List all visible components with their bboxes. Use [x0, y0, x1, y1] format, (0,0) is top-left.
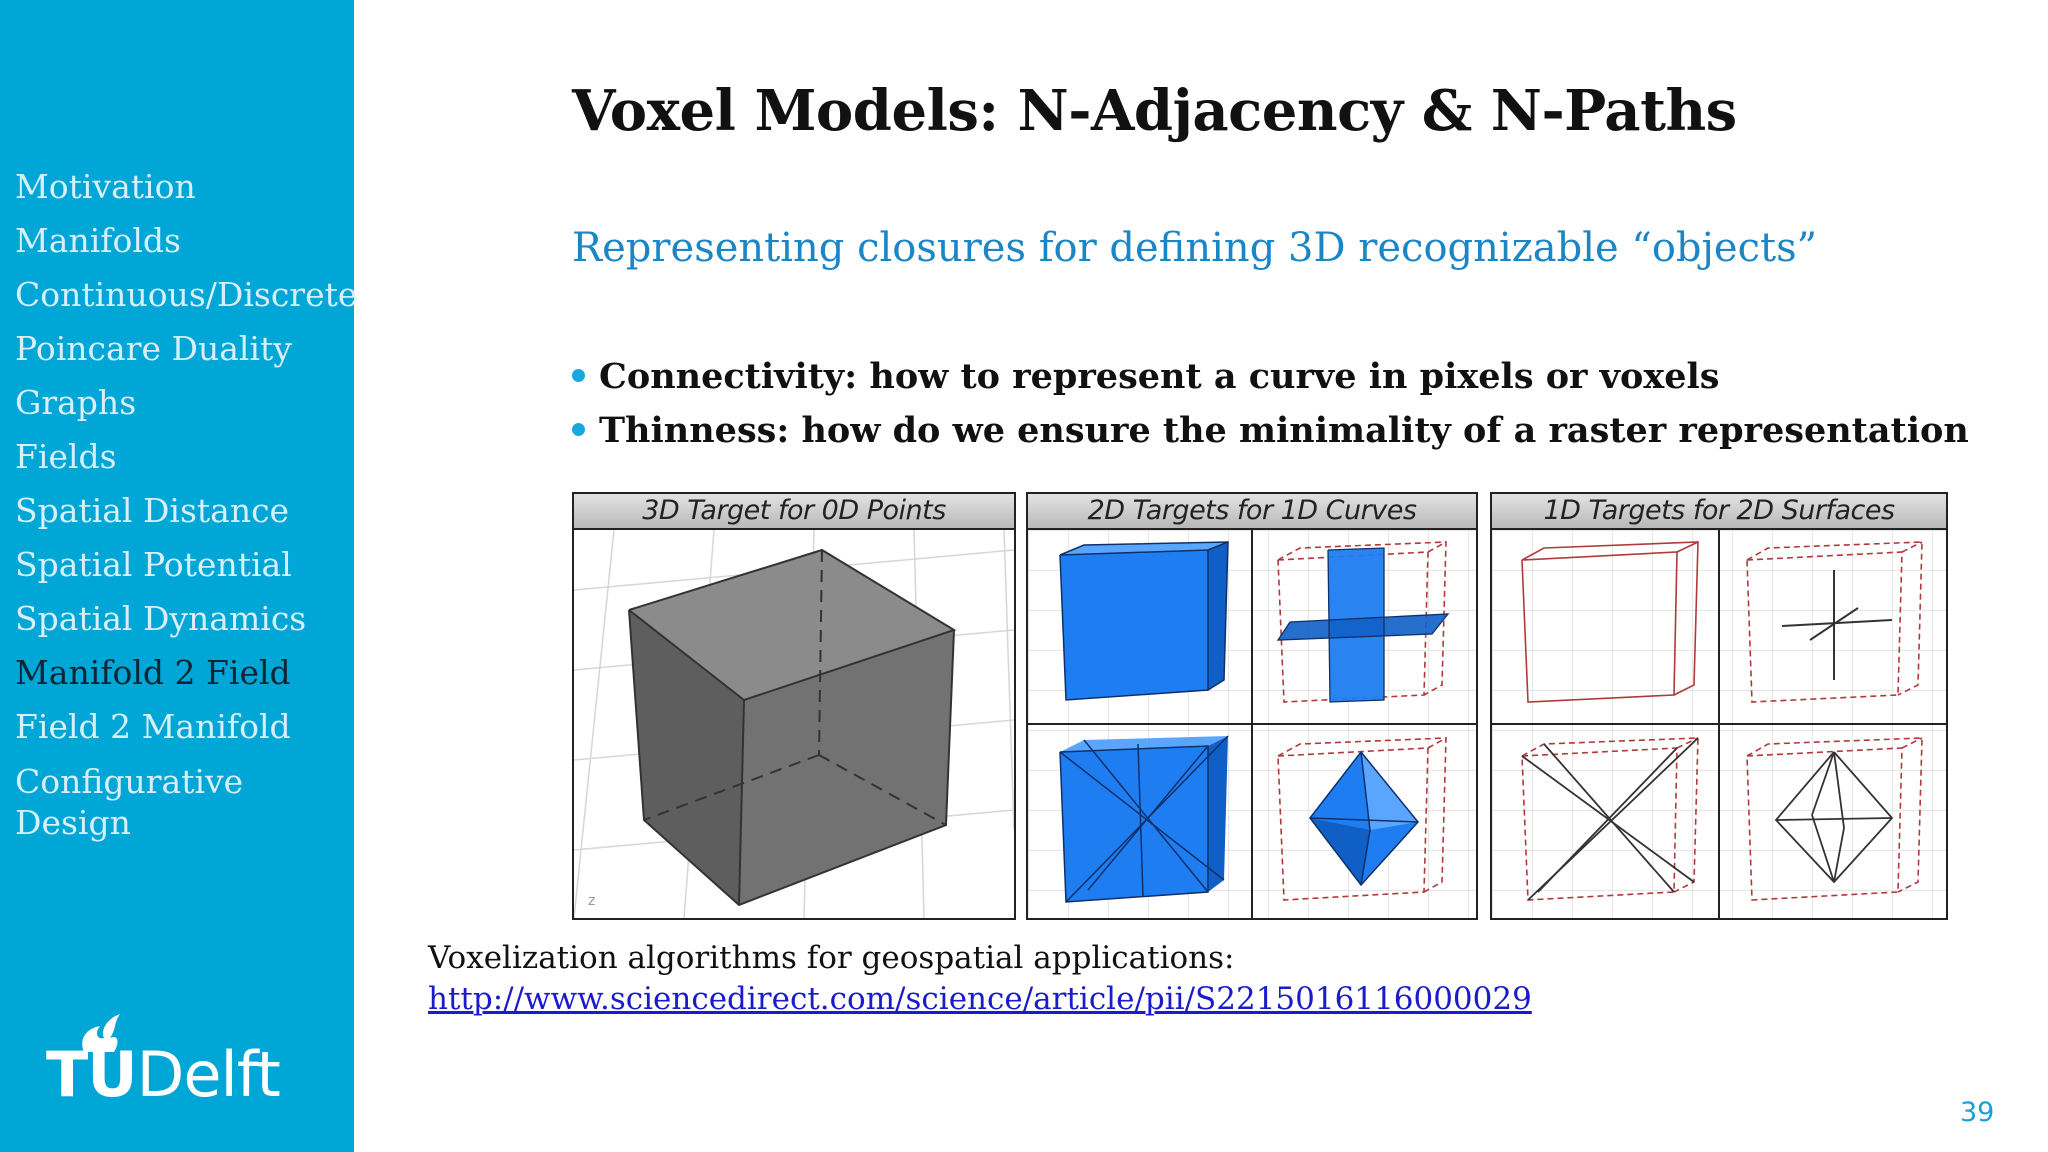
svg-text:z: z	[588, 893, 595, 909]
panel-caption: 3D Target for 0D Points	[574, 494, 1014, 530]
panel-caption: 1D Targets for 2D Surfaces	[1492, 494, 1946, 530]
section-nav: Motivation Manifolds Continuous/Discrete…	[15, 160, 357, 843]
nav-item-manifolds[interactable]: Manifolds	[15, 221, 181, 260]
nav-item-spatial-distance[interactable]: Spatial Distance	[15, 491, 290, 530]
bullet-item: Connectivity: how to represent a curve i…	[572, 350, 1969, 404]
nav-item-field-2-manifold[interactable]: Field 2 Manifold	[15, 707, 291, 746]
bullet-list: Connectivity: how to represent a curve i…	[572, 350, 1969, 458]
nav-item-spatial-dynamics[interactable]: Spatial Dynamics	[15, 599, 307, 638]
page-number: 39	[1960, 1097, 1995, 1128]
nav-item-fields[interactable]: Fields	[15, 437, 117, 476]
slide-title: Voxel Models: N-Adjacency & N-Paths	[572, 78, 1737, 144]
nav-item-spatial-potential[interactable]: Spatial Potential	[15, 545, 292, 584]
flame-icon	[82, 1014, 120, 1052]
nav-item-graphs[interactable]: Graphs	[15, 383, 137, 422]
bullet-dot-icon	[572, 423, 585, 436]
panel-caption: 2D Targets for 1D Curves	[1028, 494, 1476, 530]
reference-text: Voxelization algorithms for geospatial a…	[428, 940, 1235, 976]
wireframe-targets-image	[1492, 530, 1946, 918]
sidebar: Motivation Manifolds Continuous/Discrete…	[0, 0, 357, 1152]
figure-panel-2d-surfaces: 1D Targets for 2D Surfaces	[1490, 492, 1948, 920]
logo-wordmark: TUDelft	[46, 1038, 281, 1111]
blue-voxel-surfaces-image	[1028, 530, 1476, 918]
nav-item-manifold-2-field[interactable]: Manifold 2 Field	[15, 653, 291, 692]
figure-panel-1d-curves: 2D Targets for 1D Curves	[1026, 492, 1478, 920]
gray-voxel-cube-image: z	[574, 530, 1014, 918]
bullet-item: Thinness: how do we ensure the minimalit…	[572, 404, 1969, 458]
tudelft-logo: TUDelft	[46, 1008, 306, 1108]
nav-item-configurative-design[interactable]: Configurative Design	[15, 762, 244, 842]
nav-item-poincare-duality[interactable]: Poincare Duality	[15, 329, 292, 368]
nav-item-continuous-discrete[interactable]: Continuous/Discrete	[15, 275, 358, 314]
nav-item-motivation[interactable]: Motivation	[15, 167, 196, 206]
bullet-dot-icon	[572, 369, 585, 382]
slide-subtitle: Representing closures for defining 3D re…	[572, 225, 1818, 271]
reference-link[interactable]: http://www.sciencedirect.com/science/art…	[428, 981, 1532, 1017]
figure-panel-0d-points: 3D Target for 0D Points z	[572, 492, 1016, 920]
